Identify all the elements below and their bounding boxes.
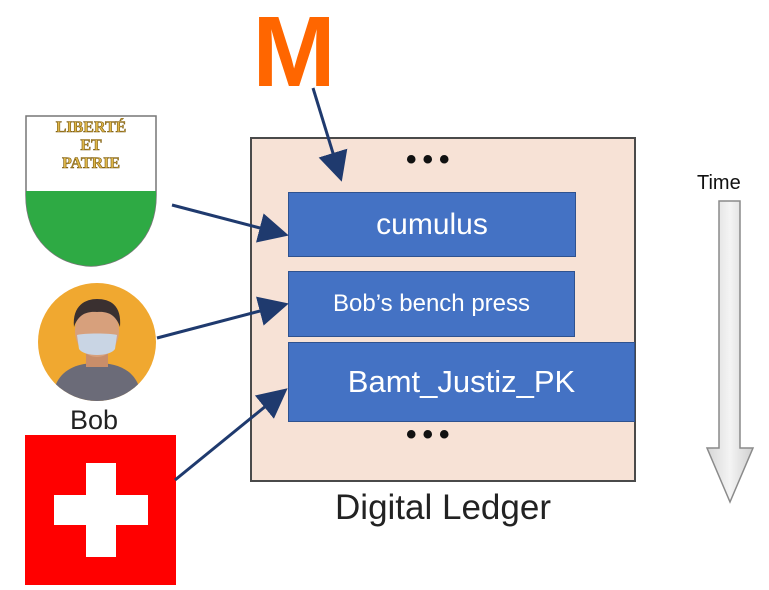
migros-logo-icon: M [252,8,335,88]
arrow-switzerland [174,388,288,482]
migros-letter: M [252,8,335,88]
time-arrow-icon [705,200,755,504]
ledger-title: Digital Ledger [335,488,551,527]
ledger-entry-bamt-justiz: Bamt_Justiz_PK [288,342,635,422]
arrow-vaud [171,203,289,243]
swiss-flag-icon [25,435,176,585]
ellipsis-bottom: ••• [406,418,456,451]
ledger-entry-cumulus: cumulus [288,192,576,257]
ledger-entry-bench-press: Bob’s bench press [288,271,575,337]
ellipsis-top: ••• [406,143,456,176]
bob-avatar [38,283,156,401]
bob-name-label: Bob [70,405,119,435]
vaud-flag-icon: LIBERTÉ ET PATRIE [25,115,157,267]
time-label: Time [697,172,741,194]
vaud-motto-line3: PATRIE [62,155,120,172]
swiss-cross-icon [54,463,148,557]
vaud-motto-line1: LIBERTÉ [56,117,127,136]
arrow-bob [156,296,289,340]
vaud-motto-line2: ET [80,137,102,154]
arrow-migros [311,87,348,182]
